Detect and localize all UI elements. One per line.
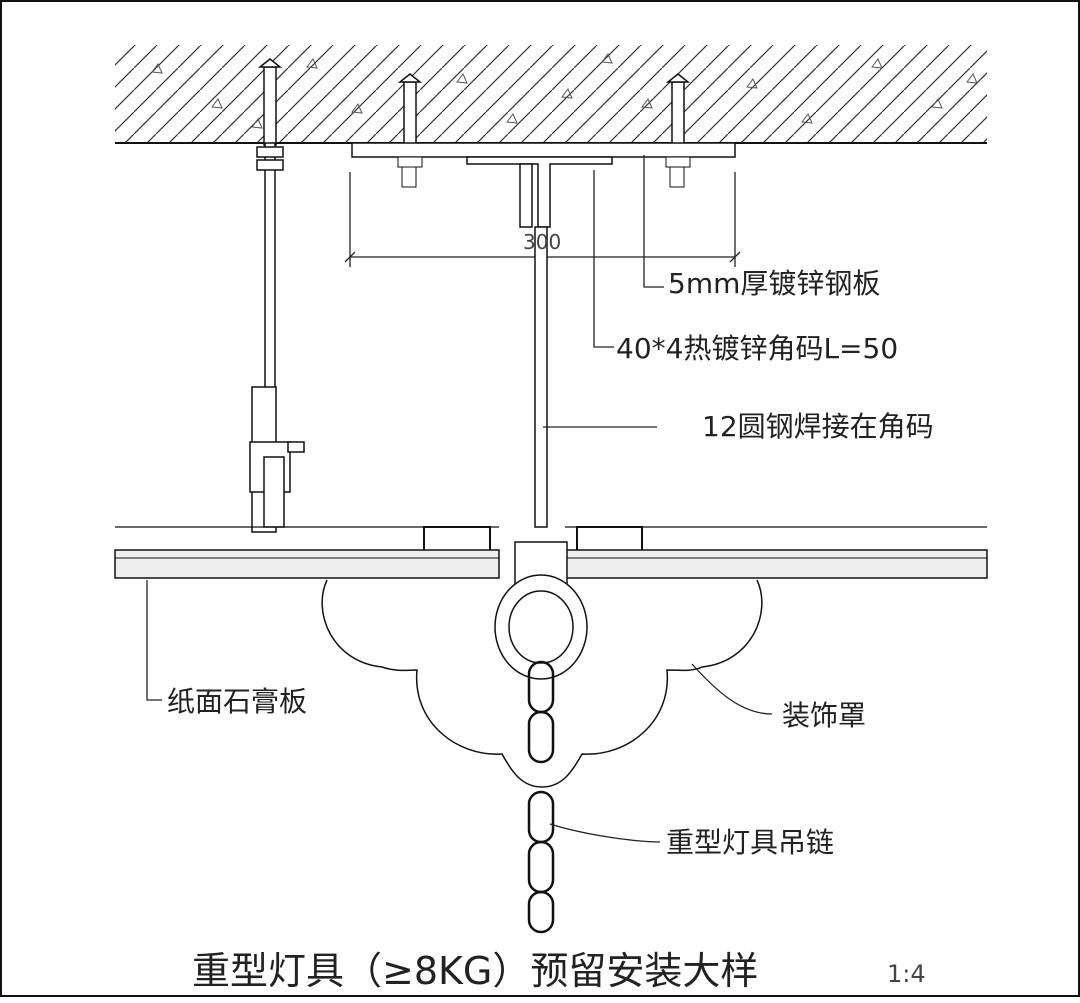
gypsum-board [114,526,988,579]
steel-plate [351,142,736,188]
round-steel-rod [534,226,548,528]
hanger-rod [249,142,305,533]
drawing-title: 重型灯具（≥8KG）预留安装大样 [192,949,759,993]
callout-decor-cover: 装饰罩 [782,699,867,732]
chain [527,660,555,934]
callout-round-steel: 12圆钢焊接在角码 [702,410,934,443]
callout-steel-plate: 5mm厚镀锌钢板 [668,267,881,300]
drawing-scale: 1:4 [887,960,926,988]
dimension-value: 300 [523,230,562,254]
callout-chain: 重型灯具吊链 [666,826,835,859]
concrete-slab [115,45,987,144]
callout-gypsum-board: 纸面石膏板 [167,685,308,718]
callout-angle-code: 40*4热镀锌角码L=50 [616,332,899,365]
angle-code [466,156,613,228]
leader-lines [146,155,773,843]
eye-hook [494,541,588,680]
